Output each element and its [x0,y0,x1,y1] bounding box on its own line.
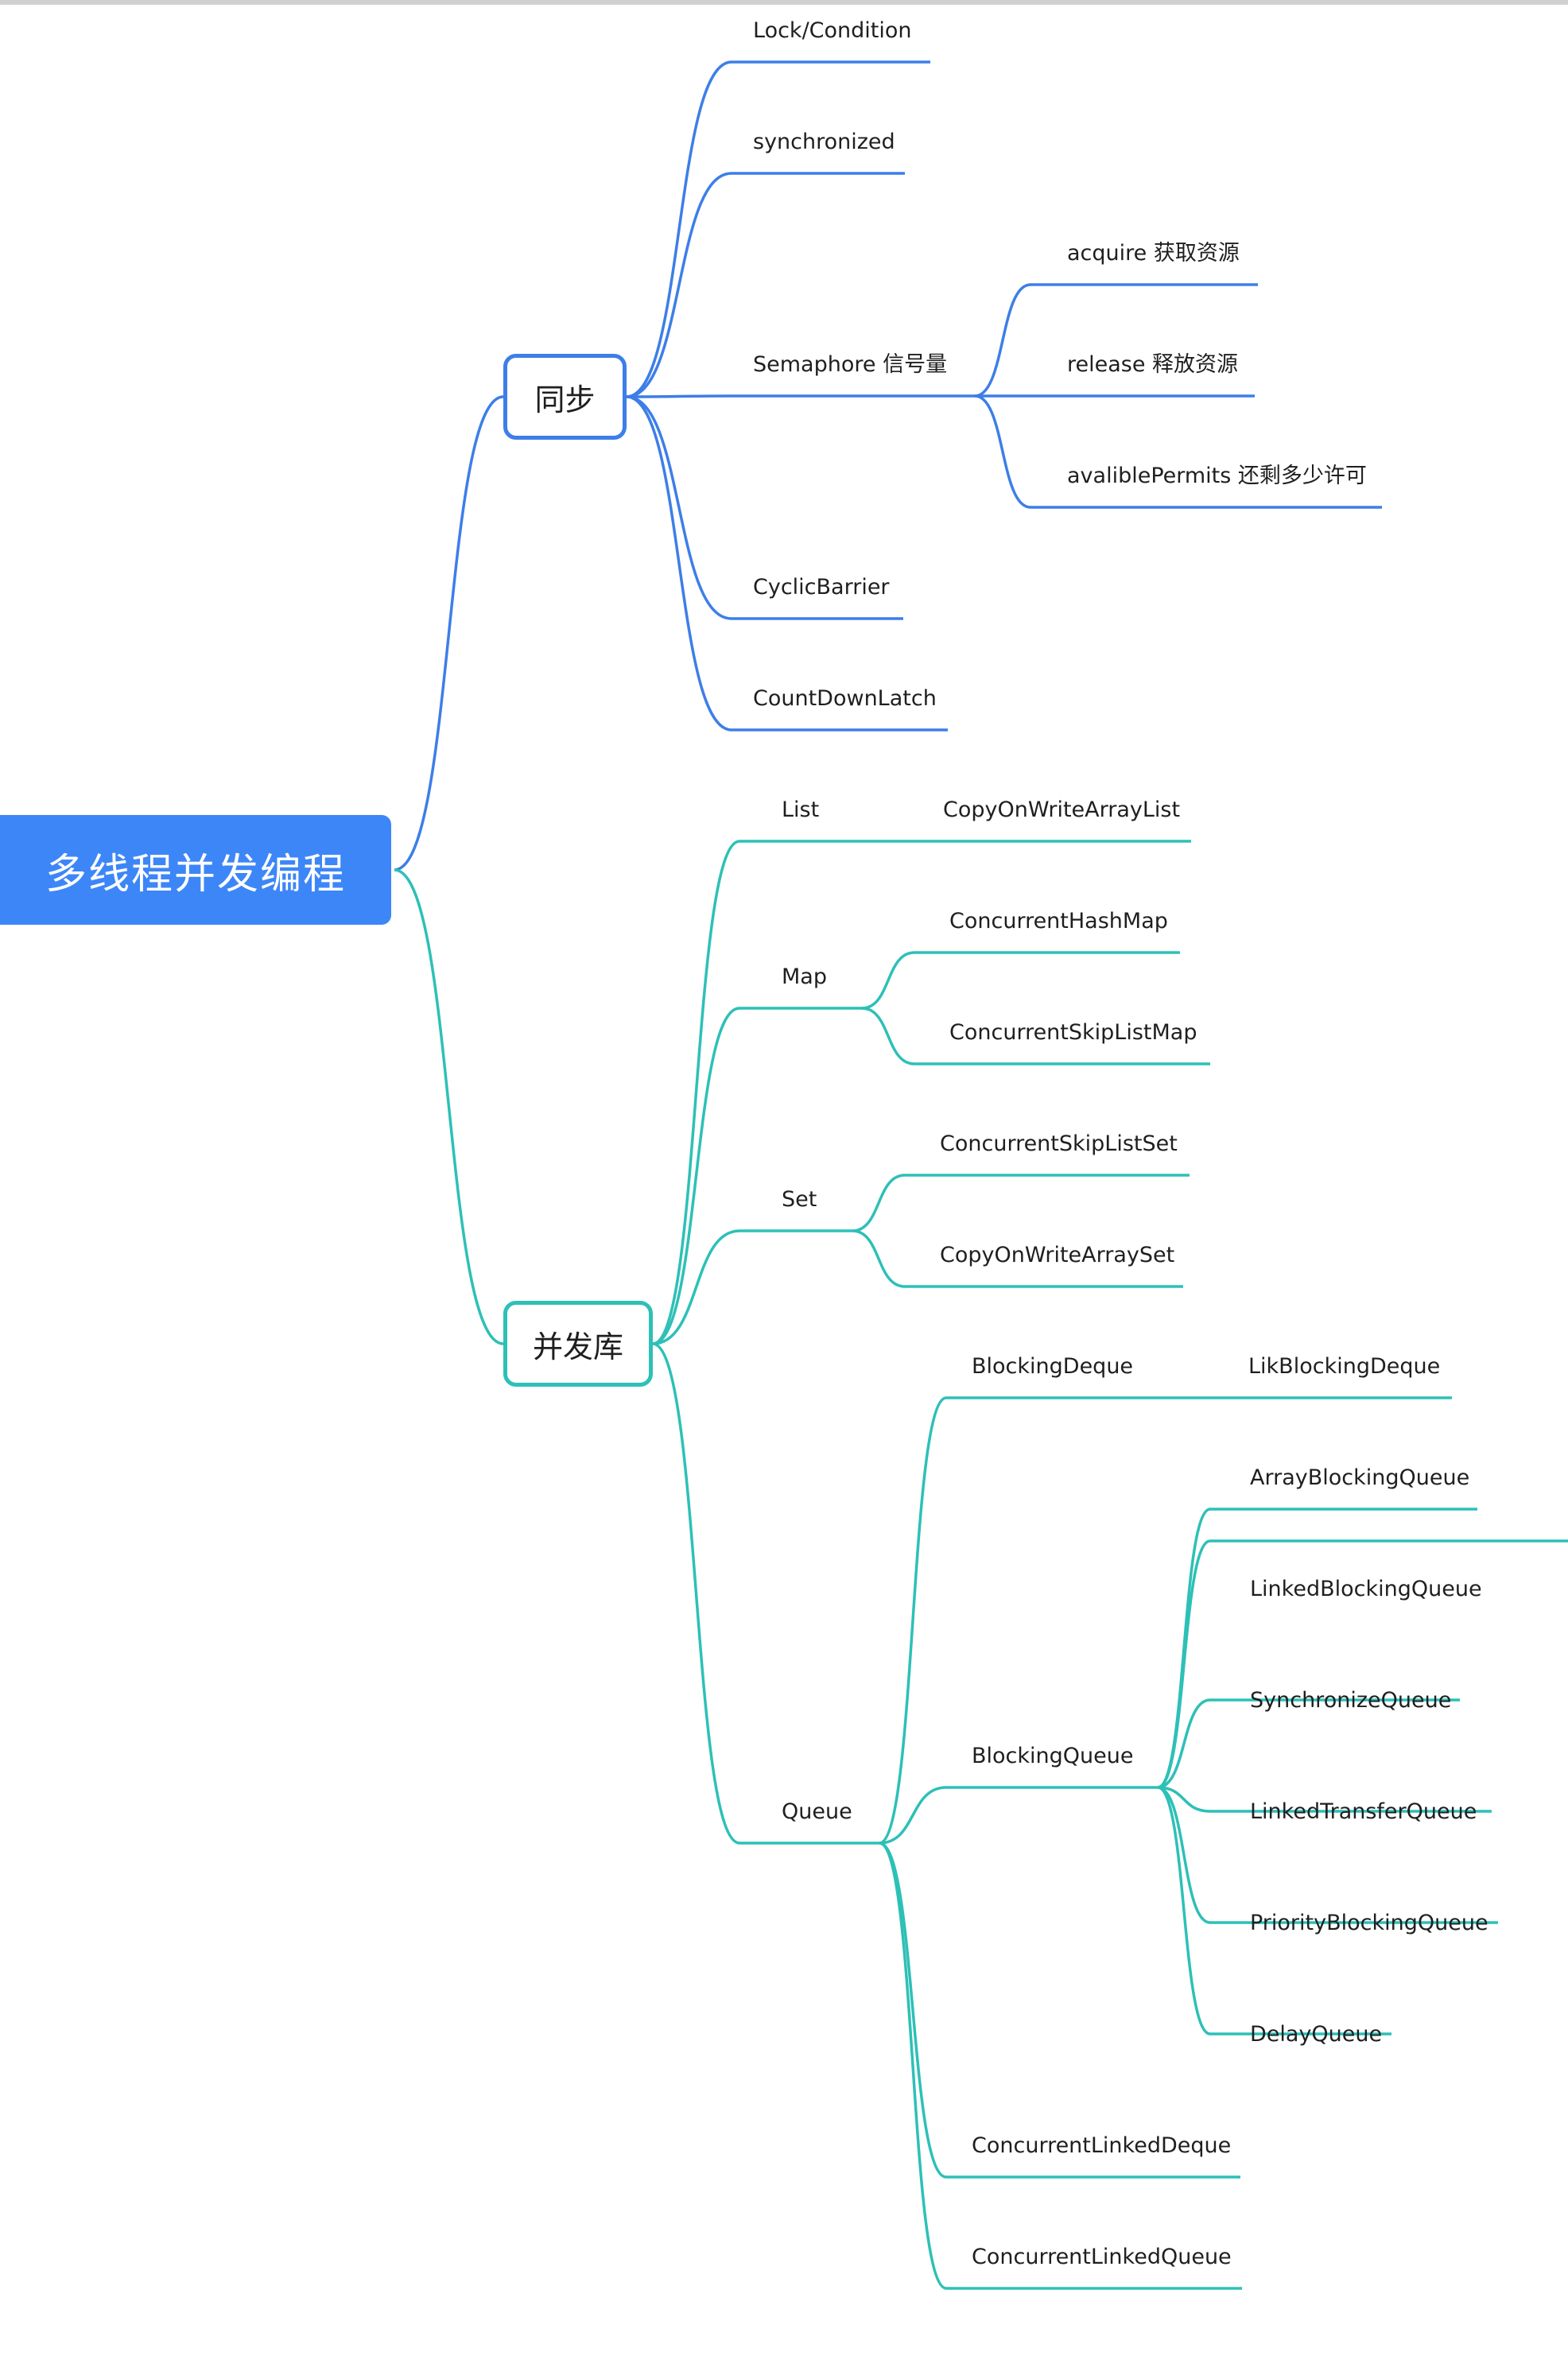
topic-concurrent-hash-map[interactable]: ConcurrentHashMap [949,909,1168,933]
topic-linked-blocking-queue[interactable]: LinkedBlockingQueue [1250,1577,1482,1601]
topic-concurrent-linked-queue[interactable]: ConcurrentLinkedQueue [972,2245,1232,2269]
topic-synchronized[interactable]: synchronized [753,130,895,154]
connector-bq-synchronize [1157,1698,1211,1789]
connector-semaphore-permits [974,394,1031,509]
topic-array-blocking-queue[interactable]: ArrayBlockingQueue [1250,1465,1470,1490]
topic-release[interactable]: release 释放资源 [1067,352,1239,377]
window-top-border [0,0,1568,5]
topic-cyclic-barrier[interactable]: CyclicBarrier [753,575,890,600]
topic-list[interactable]: List [782,798,820,822]
topic-delay-queue[interactable]: DelayQueue [1250,2022,1383,2047]
topic-concurrent-skip-list-set[interactable]: ConcurrentSkipListSet [940,1131,1178,1156]
topic-semaphore[interactable]: Semaphore 信号量 [753,352,948,377]
topic-map[interactable]: Map [782,964,827,989]
connector-sync-cyclic [626,395,732,620]
topic-avalible-permits[interactable]: avaliblePermits 还剩多少许可 [1067,464,1367,488]
connector-queue-cldeque [879,1841,947,2179]
connector-sync-countdown [626,395,732,732]
topic-copy-on-write-array-list[interactable]: CopyOnWriteArrayList [943,798,1181,822]
connector-bq-delay [1157,1786,1211,2036]
connector-lib-map [652,1007,740,1345]
connector-set-cow [852,1229,906,1288]
topic-blocking-queue[interactable]: BlockingQueue [972,1744,1134,1768]
connector-lib-list [652,840,740,1345]
topic-copy-on-write-array-set[interactable]: CopyOnWriteArraySet [940,1243,1175,1267]
branch-concurrent-lib-label: 并发库 [532,1329,623,1364]
connector-map-skip [861,1007,915,1065]
connector-lib-set [652,1229,740,1345]
connector-bq-priority [1157,1786,1211,1924]
connector-map-hash [861,951,915,1010]
topic-countdown-latch[interactable]: CountDownLatch [753,686,937,711]
topic-concurrent-skip-list-map[interactable]: ConcurrentSkipListMap [949,1020,1197,1045]
connector-set-skip [852,1174,906,1232]
branch-concurrent-lib[interactable]: 并发库 [503,1301,653,1387]
branch-sync-label: 同步 [534,382,596,417]
topic-priority-blocking-queue[interactable]: PriorityBlockingQueue [1250,1911,1488,1935]
topic-synchronize-queue[interactable]: SynchronizeQueue [1250,1688,1452,1713]
topic-set[interactable]: Set [782,1187,817,1212]
branch-sync[interactable]: 同步 [503,354,627,440]
topic-acquire[interactable]: acquire 获取资源 [1067,241,1240,266]
connector-queue-bq [879,1786,947,1845]
topic-blocking-deque[interactable]: BlockingDeque [972,1354,1134,1379]
connector-sync-lock [626,60,732,398]
connector-queue-deque [879,1396,947,1845]
connector-lib-queue [652,1342,740,1845]
connector-queue-clqueue [879,1841,947,2290]
root-topic-label: 多线程并发编程 [45,850,346,898]
connector-root-sync [394,395,504,871]
connector-semaphore-acquire [974,283,1031,398]
connector-bq-transfer [1157,1786,1211,1813]
topic-linked-transfer-queue[interactable]: LinkedTransferQueue [1250,1799,1477,1824]
root-topic[interactable]: 多线程并发编程 [0,815,391,925]
connector-root-concurrent [394,868,504,1345]
topic-lock-condition[interactable]: Lock/Condition [753,18,912,43]
connector-bq-linked [1157,1539,1211,1789]
topic-queue[interactable]: Queue [782,1799,852,1824]
topic-concurrent-linked-deque[interactable]: ConcurrentLinkedDeque [972,2133,1232,2158]
connector-sync-semaphore [626,394,732,398]
connector-sync-synchronized [626,172,732,398]
topic-lik-blocking-deque[interactable]: LikBlockingDeque [1248,1354,1441,1379]
